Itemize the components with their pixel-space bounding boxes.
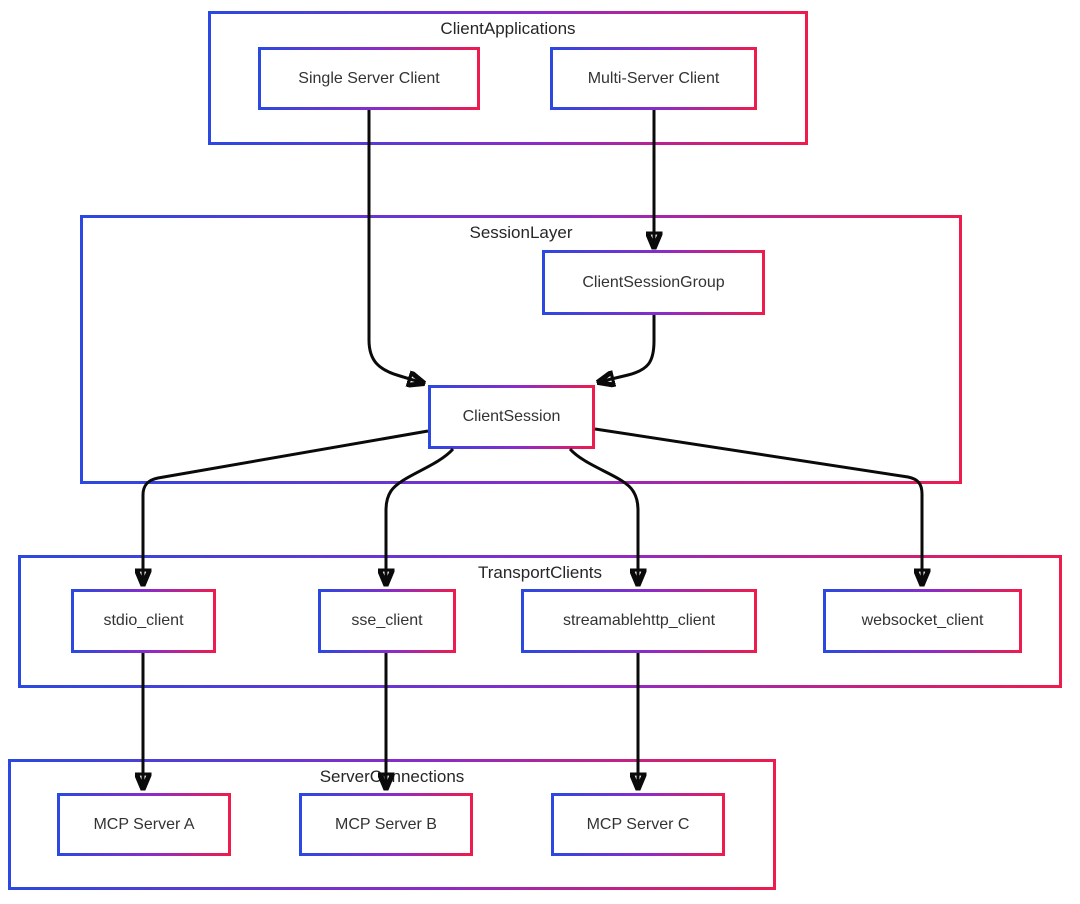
node-stdio-client: stdio_client [71,589,216,653]
node-label-single-server-client: Single Server Client [298,69,440,87]
node-mcp-server-c: MCP Server C [551,793,725,856]
node-single-server-client: Single Server Client [258,47,480,110]
node-client-session: ClientSession [428,385,595,449]
node-client-session-group: ClientSessionGroup [542,250,765,315]
node-label-multi-server-client: Multi-Server Client [587,69,720,87]
node-label-sse-client: sse_client [351,612,423,629]
node-label-client-session: ClientSession [462,408,561,425]
node-label-client-session-group: ClientSessionGroup [582,273,725,291]
node-websocket-client: websocket_client [823,589,1022,653]
node-mcp-server-b: MCP Server B [299,793,473,856]
node-label-mcp-server-b: MCP Server B [335,815,437,833]
node-mcp-server-a: MCP Server A [57,793,231,856]
group-title-transport-clients: TransportClients [477,563,603,582]
group-title-server-connections: ServerConnections [319,767,465,786]
node-label-stdio-client: stdio_client [103,612,184,629]
node-label-websocket-client: websocket_client [861,612,984,629]
node-label-mcp-server-a: MCP Server A [93,815,195,833]
group-title-client-applications: ClientApplications [440,19,576,38]
node-sse-client: sse_client [318,589,456,653]
node-multi-server-client: Multi-Server Client [550,47,757,110]
node-label-mcp-server-c: MCP Server C [586,815,690,833]
node-streamablehttp-client: streamablehttp_client [521,589,757,653]
group-title-session-layer: SessionLayer [469,223,573,242]
node-label-streamablehttp-client: streamablehttp_client [562,612,716,629]
